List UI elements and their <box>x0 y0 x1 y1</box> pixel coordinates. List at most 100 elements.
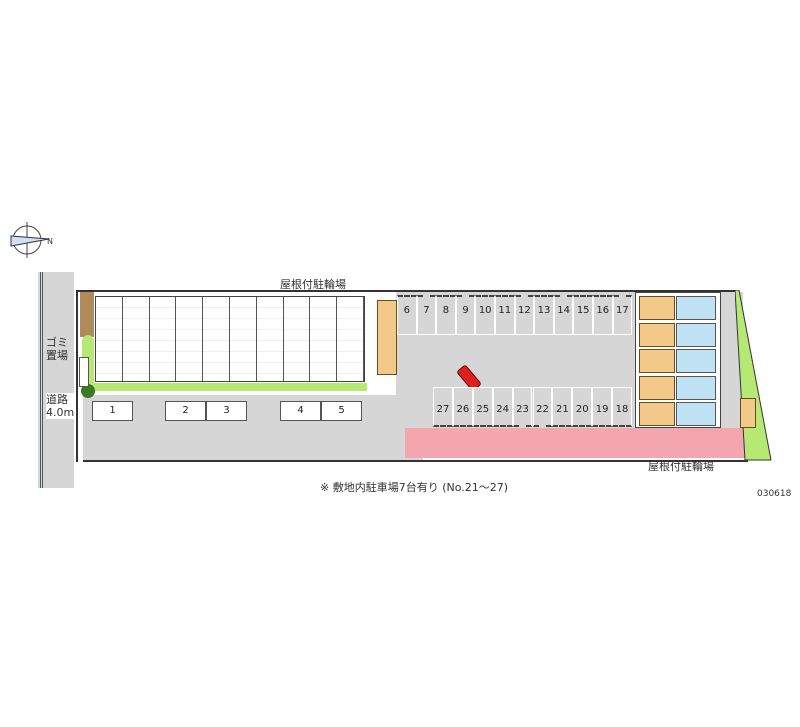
space-number: 2 <box>182 405 189 416</box>
apartment-unit <box>149 297 177 381</box>
green-edge <box>735 290 772 461</box>
road <box>38 272 74 488</box>
apartment-unit <box>639 349 675 373</box>
parking-space: 19 <box>592 387 613 427</box>
space-number: 19 <box>595 404 609 415</box>
parking-space: 3 <box>206 401 247 421</box>
lot-boundary <box>83 460 748 462</box>
space-number: 8 <box>442 305 450 316</box>
space-number: 9 <box>462 305 469 316</box>
parking-space: 18 <box>612 387 632 427</box>
space-number: 4 <box>297 405 304 416</box>
space-number: 10 <box>478 305 492 316</box>
parking-space: 10 <box>475 295 495 335</box>
apartment-unit <box>203 297 230 381</box>
apartment-unit <box>283 297 311 381</box>
bike-shelter-label: 屋根付駐輪場 <box>648 460 714 473</box>
space-number: 1 <box>109 405 116 416</box>
bike-shelter-label: 屋根付駐輪場 <box>280 278 346 291</box>
parking-space: 5 <box>321 401 362 421</box>
parking-space: 15 <box>573 295 593 335</box>
space-number: 17 <box>616 305 629 316</box>
planting-area <box>80 292 94 337</box>
parking-space: 14 <box>553 295 574 335</box>
apartment-unit <box>256 297 284 381</box>
garbage-label-line1: ゴミ <box>46 336 68 349</box>
space-number: 25 <box>476 404 490 415</box>
space-number: 6 <box>403 305 410 316</box>
bike-shelter <box>377 300 397 375</box>
space-number: 7 <box>423 305 430 316</box>
lot-boundary <box>76 290 736 292</box>
apartment-unit <box>310 297 338 381</box>
space-number: 20 <box>575 404 589 415</box>
parking-space: 1 <box>92 401 133 421</box>
space-number: 13 <box>537 305 551 316</box>
garbage-area <box>79 357 89 387</box>
parking-space: 24 <box>492 387 513 427</box>
apartment-unit <box>176 297 204 381</box>
parking-space: 22 <box>532 387 553 427</box>
parking-space: 21 <box>552 387 573 427</box>
space-number: 12 <box>518 305 531 316</box>
apartment-unit <box>639 402 675 426</box>
balcony <box>676 296 716 320</box>
svg-text:N: N <box>47 237 53 246</box>
parking-space: 8 <box>436 295 456 335</box>
parking-space: 9 <box>455 295 476 335</box>
tree-icon <box>81 384 95 398</box>
space-number: 24 <box>496 404 509 415</box>
parking-space: 20 <box>572 387 593 427</box>
parking-space: 4 <box>280 401 321 421</box>
pink-walkway <box>405 428 747 458</box>
apartment-unit <box>639 375 675 400</box>
space-number: 21 <box>555 404 569 415</box>
space-number: 23 <box>516 404 529 415</box>
apartment-unit <box>229 297 257 381</box>
parking-space: 12 <box>514 295 535 335</box>
garbage-label-line2: 置場 <box>46 349 68 362</box>
parking-space: 25 <box>472 387 493 427</box>
bike-shelter <box>740 398 756 428</box>
driveway <box>83 395 423 460</box>
map-code: 030618 <box>757 489 792 499</box>
parking-space: 16 <box>593 295 613 335</box>
apartment-unit <box>122 297 150 381</box>
waterway <box>40 272 43 488</box>
parking-space: 11 <box>495 295 515 335</box>
parking-space: 2 <box>165 401 206 421</box>
apartment-unit <box>96 297 123 381</box>
apartment-unit <box>337 297 364 381</box>
apartment-building-b <box>635 292 721 428</box>
parking-space: 26 <box>452 387 473 427</box>
space-number: 16 <box>596 305 610 316</box>
lot-boundary <box>76 292 78 462</box>
balcony <box>676 322 716 347</box>
parking-space: 17 <box>612 295 633 335</box>
balcony <box>676 402 716 426</box>
parking-space: 23 <box>512 387 533 427</box>
parking-space: 6 <box>397 295 417 335</box>
compass-icon: N <box>10 222 53 258</box>
apartment-building-a <box>95 296 365 382</box>
space-number: 18 <box>615 404 629 415</box>
space-number: 14 <box>557 305 570 316</box>
parking-space: 27 <box>433 387 453 427</box>
space-number: 3 <box>223 405 230 416</box>
road-label-line2: 4.0m <box>46 406 75 419</box>
parking-space: 13 <box>534 295 554 335</box>
apartment-unit <box>639 322 675 347</box>
space-number: 26 <box>456 404 470 415</box>
space-number: 22 <box>536 404 549 415</box>
road-label-line1: 道路 <box>46 393 68 406</box>
garbage-area-label: ゴミ置場 <box>46 336 68 362</box>
apartment-unit <box>639 296 675 320</box>
parking-space: 7 <box>416 295 437 335</box>
space-number: 11 <box>498 305 512 316</box>
parking-note: ※ 敷地内駐車場7台有り (No.21～27) <box>320 481 509 494</box>
space-number: 5 <box>338 405 345 416</box>
balcony <box>676 349 716 373</box>
balcony <box>676 375 716 400</box>
